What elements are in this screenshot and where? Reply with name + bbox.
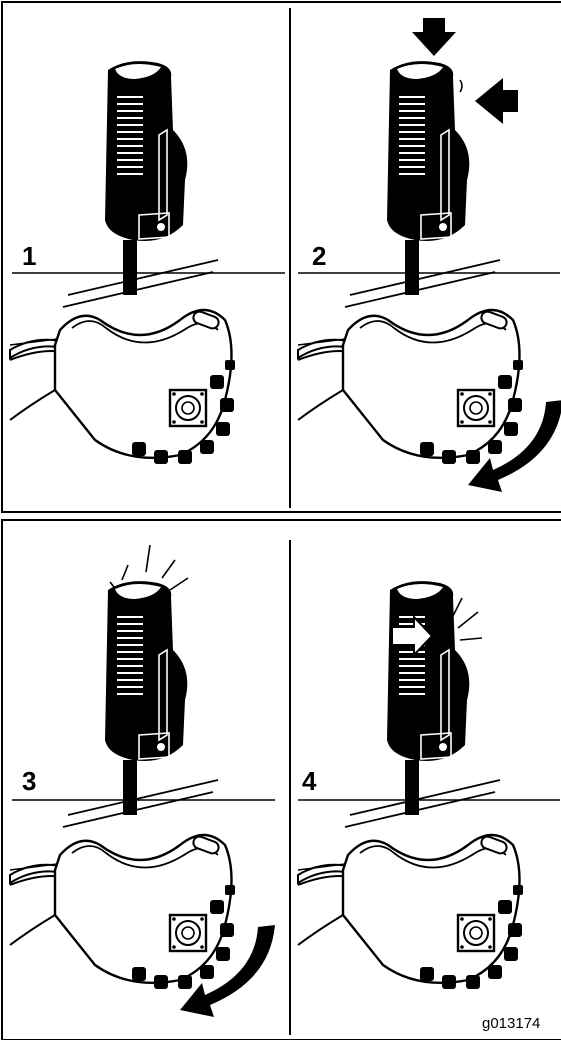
figure-code: g013174 xyxy=(482,1015,540,1032)
step-1-number: 1 xyxy=(22,241,36,271)
step-3-joystick xyxy=(63,581,218,827)
step-4-joystick xyxy=(345,581,500,827)
step-4-deck xyxy=(298,835,523,989)
step-2-deck xyxy=(298,310,523,464)
press-side-arrow xyxy=(475,78,518,124)
press-motion-mark xyxy=(460,80,462,92)
press-down-arrow xyxy=(412,18,456,56)
step-4-click-rays xyxy=(452,598,482,640)
step-1-deck xyxy=(10,310,235,464)
step-4-number: 4 xyxy=(302,766,317,796)
step-1-joystick xyxy=(63,61,218,307)
step-3-deck xyxy=(10,835,235,989)
step-3-number: 3 xyxy=(22,766,36,796)
step-2-joystick xyxy=(345,61,500,307)
step-2-number: 2 xyxy=(312,241,326,271)
